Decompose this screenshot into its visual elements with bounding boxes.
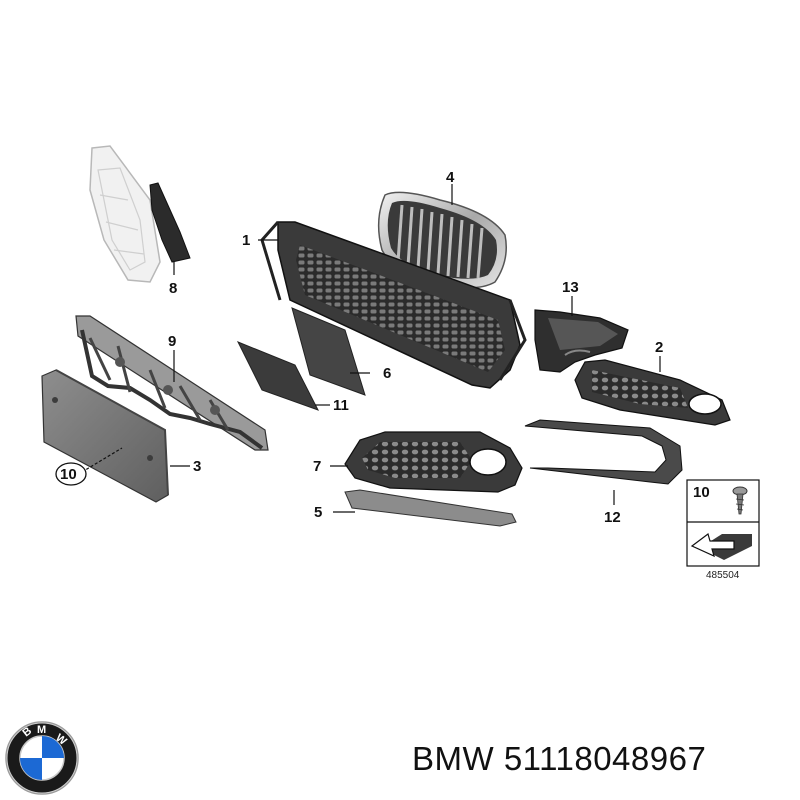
callout-9: 9 [168, 333, 176, 350]
direction-arrow-icon [690, 532, 752, 560]
reference-number: 485504 [706, 570, 740, 581]
callout-6: 6 [383, 365, 391, 382]
callout-7: 7 [313, 458, 321, 475]
svg-text:M: M [37, 724, 46, 736]
callout-5: 5 [314, 504, 322, 521]
callout-3: 3 [193, 458, 201, 475]
bmw-logo: B M W [5, 721, 79, 795]
part-1-center-grille [260, 221, 527, 389]
part-3-plate-base [41, 369, 169, 503]
part-5-lower-trim [344, 489, 517, 527]
part-6-cover-panel [291, 307, 366, 396]
legend-box: 10 [686, 479, 760, 567]
part-11-cover-panel [236, 341, 320, 411]
callout-2: 2 [655, 339, 663, 356]
callout-4: 4 [446, 169, 455, 186]
callout-11: 11 [333, 397, 349, 414]
footer-part-label: BMW 51118048967 [412, 740, 706, 778]
callout-13: 13 [562, 279, 579, 296]
callout-8: 8 [169, 280, 177, 297]
callout-12: 12 [604, 509, 621, 526]
leader-lines [81, 184, 661, 513]
callout-1: 1 [242, 232, 250, 249]
part-9-carrier [75, 315, 269, 451]
screw-icon [732, 486, 748, 515]
part-13-air-duct [534, 309, 629, 373]
part-12-trim-strip [524, 419, 683, 485]
callout-10: 10 [60, 466, 77, 483]
callout-10-circle: 10 [55, 462, 87, 486]
footer-brand: BMW [412, 740, 495, 777]
footer-part-number: 51118048967 [503, 740, 707, 777]
part-7-side-grille-left [344, 431, 523, 493]
part-8-air-duct [89, 145, 191, 283]
legend-part-number: 10 [693, 484, 710, 501]
part-2-side-grille-right [574, 359, 731, 426]
